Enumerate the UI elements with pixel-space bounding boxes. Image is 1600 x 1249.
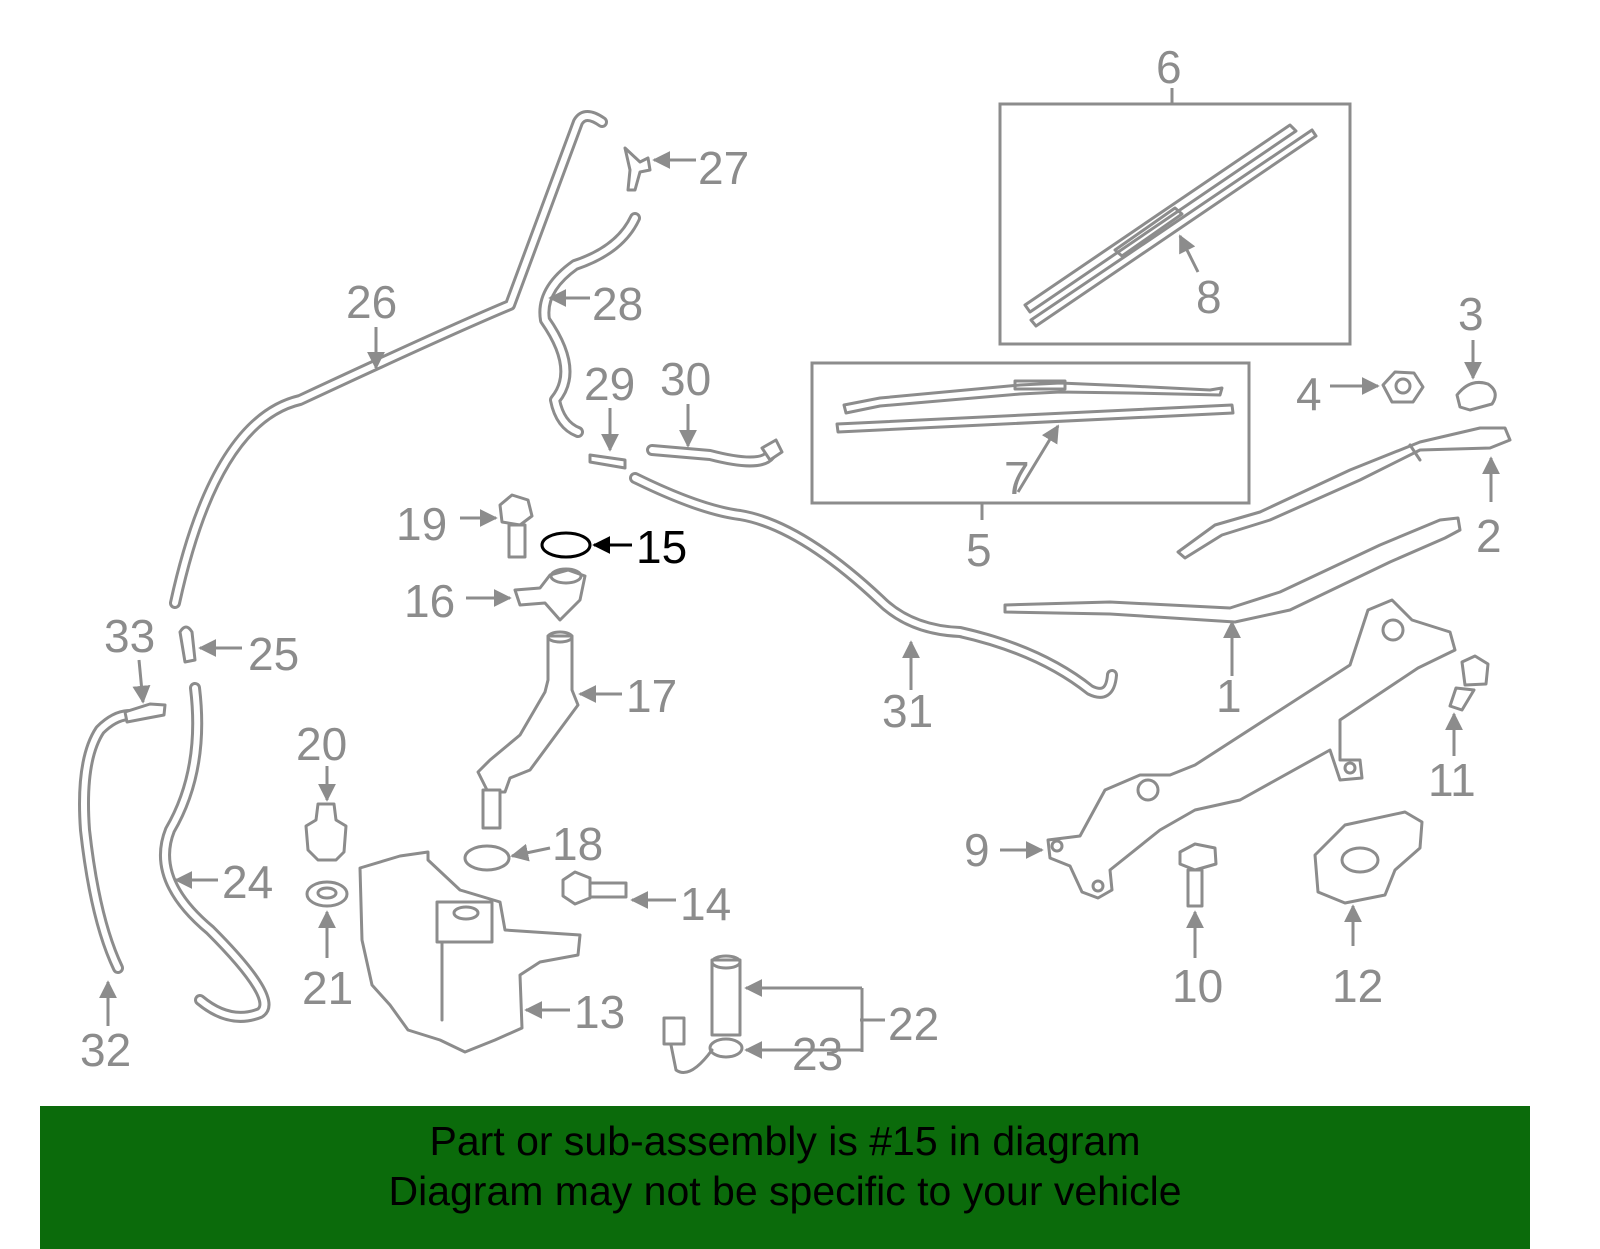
bolt-part-10 bbox=[1178, 842, 1218, 908]
connector-part-33 bbox=[123, 702, 167, 724]
callout-3: 3 bbox=[1458, 288, 1484, 340]
callout-29: 29 bbox=[584, 358, 635, 410]
wiper-blade-part-5 bbox=[835, 379, 1235, 434]
callout-16: 16 bbox=[404, 575, 455, 627]
callout-28: 28 bbox=[592, 278, 643, 330]
callout-1: 1 bbox=[1216, 670, 1242, 722]
callout-6: 6 bbox=[1156, 41, 1182, 93]
bolt-part-19 bbox=[498, 493, 534, 559]
box-part-5 bbox=[810, 361, 1251, 505]
bolt-part-11 bbox=[1448, 654, 1490, 712]
banner-line-1: Part or sub-assembly is #15 in diagram bbox=[429, 1118, 1141, 1164]
callout-15: 15 bbox=[636, 521, 687, 573]
box-part-6 bbox=[998, 102, 1352, 346]
washer-reservoir-part-13 bbox=[358, 850, 582, 1054]
wiper-blade-part-6 bbox=[1023, 123, 1318, 328]
callout-5: 5 bbox=[966, 524, 992, 576]
wiper-motor-part-12 bbox=[1313, 810, 1424, 905]
o-ring-part-18 bbox=[463, 844, 511, 872]
check-valve-part-25 bbox=[178, 625, 197, 664]
callout-25: 25 bbox=[248, 628, 299, 680]
callout-8: 8 bbox=[1196, 271, 1222, 323]
connector-part-29 bbox=[588, 453, 627, 470]
wiper-arm-part-2 bbox=[1176, 426, 1512, 560]
callout-13: 13 bbox=[574, 986, 625, 1038]
callout-27: 27 bbox=[698, 142, 749, 194]
cap-part-3 bbox=[1455, 380, 1497, 412]
wiper-arm-part-1 bbox=[1003, 516, 1462, 624]
callout-9: 9 bbox=[964, 824, 990, 876]
callout-14: 14 bbox=[680, 878, 731, 930]
callout-18: 18 bbox=[552, 818, 603, 870]
callout-33: 33 bbox=[104, 610, 155, 662]
callout-32: 32 bbox=[80, 1024, 131, 1076]
callout-24: 24 bbox=[222, 856, 273, 908]
bolt-part-14 bbox=[561, 870, 628, 906]
callout-2: 2 bbox=[1476, 510, 1502, 562]
level-sensor-part-22 bbox=[662, 954, 744, 1074]
callout-26: 26 bbox=[346, 276, 397, 328]
bracket-part-16 bbox=[513, 567, 587, 622]
callout-10: 10 bbox=[1172, 960, 1223, 1012]
grommet-part-21 bbox=[305, 880, 349, 908]
callout-7: 7 bbox=[1004, 452, 1030, 504]
washer-pump-part-20 bbox=[304, 802, 348, 862]
callout-12: 12 bbox=[1332, 960, 1383, 1012]
callout-30: 30 bbox=[660, 353, 711, 405]
filler-neck-part-17 bbox=[476, 630, 580, 830]
notice-banner: Part or sub-assembly is #15 in diagram D… bbox=[40, 1106, 1530, 1249]
callout-4: 4 bbox=[1296, 368, 1322, 420]
wiper-linkage-part-9 bbox=[1046, 598, 1457, 900]
callout-21: 21 bbox=[302, 962, 353, 1014]
callout-31: 31 bbox=[882, 685, 933, 737]
callout-19: 19 bbox=[396, 498, 447, 550]
callout-17: 17 bbox=[626, 670, 677, 722]
callout-11: 11 bbox=[1428, 754, 1476, 806]
hose-part-24 bbox=[159, 682, 271, 1023]
callout-20: 20 bbox=[296, 718, 347, 770]
callout-23: 23 bbox=[792, 1028, 843, 1080]
connector-part-27 bbox=[623, 146, 652, 192]
nut-part-4 bbox=[1381, 370, 1425, 404]
banner-line-2: Diagram may not be specific to your vehi… bbox=[388, 1168, 1182, 1214]
callout-22: 22 bbox=[888, 998, 939, 1050]
o-ring-part-15 bbox=[540, 531, 592, 559]
